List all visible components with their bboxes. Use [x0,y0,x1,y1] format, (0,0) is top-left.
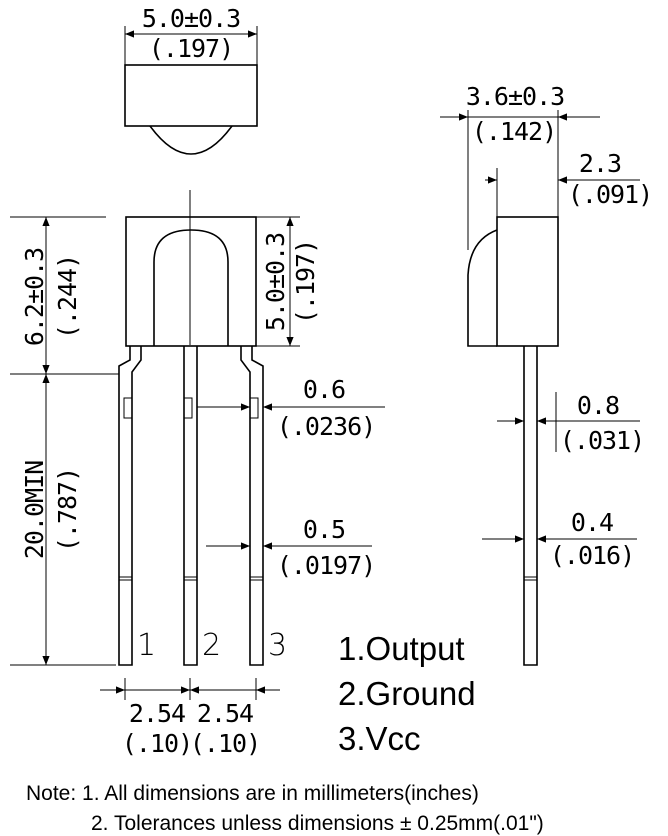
pin-2-label: 2 [202,628,221,663]
notes: Note: 1. All dimensions are in millimete… [26,782,544,835]
side-width-in-label: (.142) [472,117,556,146]
side-lens [467,229,498,347]
top-view-lens [149,125,233,155]
pitch-left-mm-label: 2.54 [129,699,185,728]
lens-height-in-label: (.197) [291,240,320,324]
front-lens-dome [153,229,229,346]
top-width-in-label: (.197) [149,34,233,63]
pin-2-lead [183,346,198,666]
lead-width-upper-mm-label: 0.6 [303,375,345,404]
side-lead [523,346,538,666]
pin-3-lead [240,346,264,666]
side-body [496,216,559,347]
lens-height-mm-label: 5.0±0.3 [261,233,290,331]
side-offset-mm-label: 2.3 [579,149,621,178]
top-width-mm-label: 5.0±0.3 [142,4,240,33]
side-offset-in-label: (.091) [568,180,652,209]
legend-output: 1.Output [338,630,465,667]
lead-width-lower-in-label: (.0197) [277,551,375,580]
side-view: 3.6±0.3 (.142) 2.3 (.091) 0.8 (.031) 0.4… [440,82,653,666]
pin-1-lead [118,346,142,666]
side-lead-upper-mm-label: 0.8 [577,391,619,420]
side-lead-upper-in-label: (.031) [560,426,644,455]
pin-1-label: 1 [137,628,156,663]
lead-length-mm-label: 20.0MIN [20,461,49,559]
legend-vcc: 3.Vcc [338,720,421,757]
pin-3-label: 3 [268,628,287,663]
legend-ground: 2.Ground [338,675,476,712]
pin-2-kink [183,397,193,419]
front-body [125,216,257,347]
pitch-left-in-label: (.10) [122,729,192,758]
side-width-mm-label: 3.6±0.3 [466,82,564,111]
pitch-right-mm-label: 2.54 [197,699,253,728]
body-height-mm-label: 6.2±0.3 [20,248,49,346]
pitch-right-in-label: (.10) [190,729,260,758]
pin-3-kink [249,397,259,419]
lead-width-upper-in-label: (.0236) [277,412,375,441]
side-lead-lower-in-label: (.016) [550,541,634,570]
top-view: 5.0±0.3 (.197) [124,4,258,155]
pin-legend: 1.Output 2.Ground 3.Vcc [338,630,476,757]
body-height-in-label: (.244) [53,255,82,339]
lead-length-in-label: (.787) [53,468,82,552]
note-line-1: Note: 1. All dimensions are in millimete… [26,782,479,805]
pin-1-kink [123,397,133,419]
top-view-body [124,64,258,127]
lead-width-lower-mm-label: 0.5 [303,515,345,544]
note-line-2: 2. Tolerances unless dimensions ± 0.25mm… [91,812,544,835]
front-view: 1 2 3 6.2±0.3 (.244) 20.0MIN (.787) 5.0±… [10,190,385,758]
side-lead-lower-mm-label: 0.4 [571,508,613,537]
